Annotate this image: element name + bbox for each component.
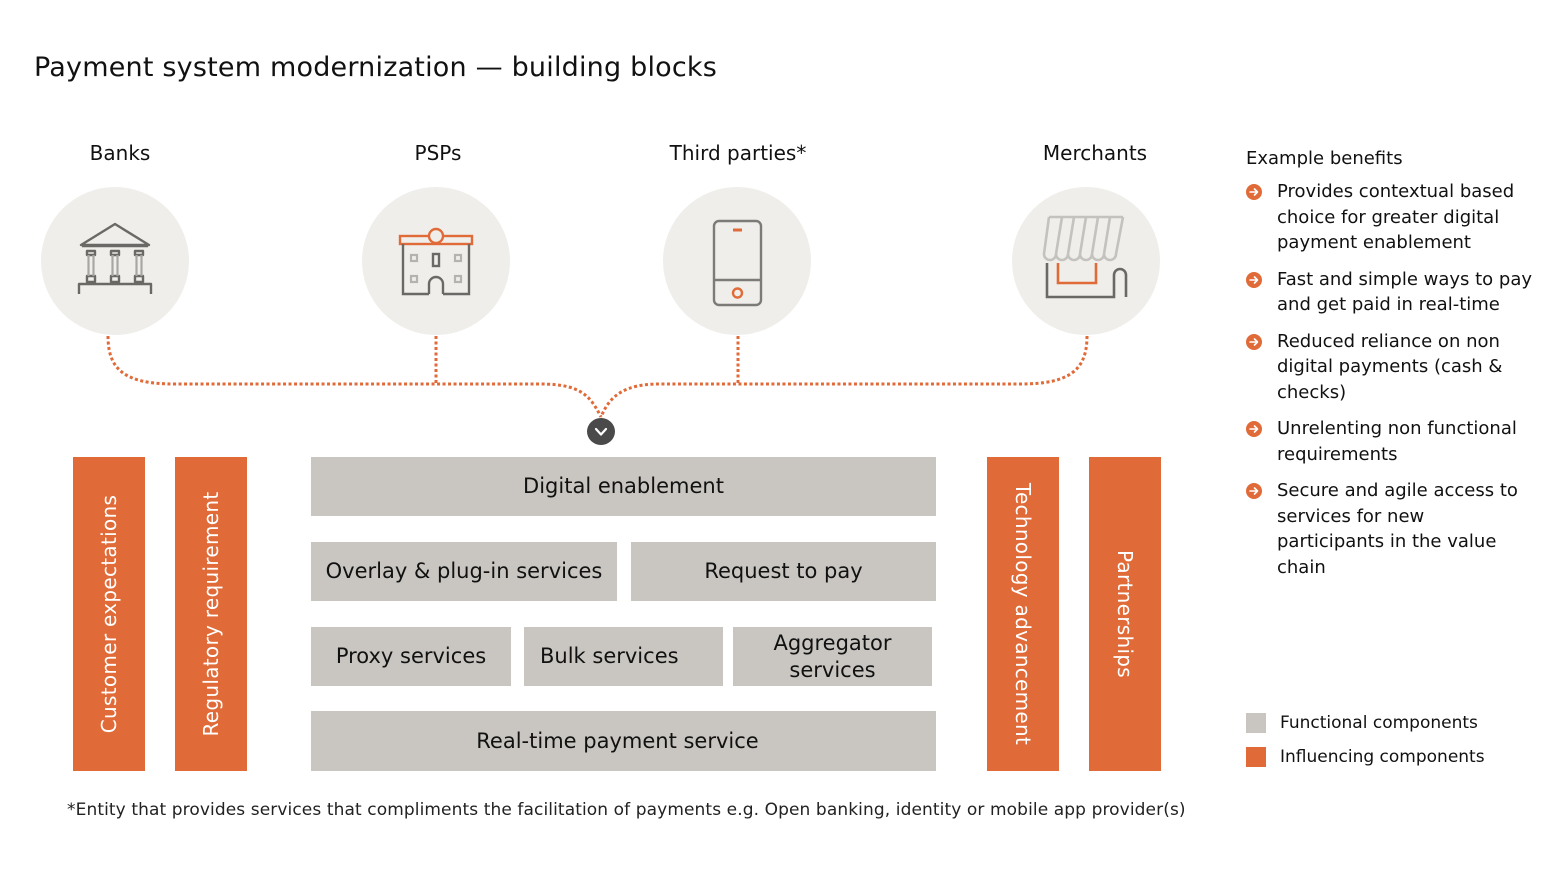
block-label: Request to pay — [704, 559, 863, 584]
page-title: Payment system modernization — building … — [34, 52, 718, 83]
block-proxy-services: Proxy services — [311, 627, 511, 686]
entity-label-psps: PSPs — [414, 141, 462, 165]
legend-item-functional: Functional components — [1246, 713, 1485, 733]
benefit-text: Reduced reliance on non digital payments… — [1277, 330, 1503, 403]
block-bulk-services: Bulk services — [524, 627, 723, 686]
building-icon — [398, 227, 474, 296]
entity-label-third-parties: Third parties* — [669, 141, 807, 165]
block-label: Proxy services — [335, 644, 487, 669]
block-real-time-payment-service: Real-time payment service — [311, 711, 936, 771]
block-label: Bulk services — [540, 644, 679, 669]
example-benefits-panel: Example benefits Provides contextual bas… — [1246, 148, 1536, 591]
block-label: Overlay & plug-in services — [325, 559, 603, 584]
storefront-icon — [1042, 215, 1128, 299]
benefit-item: Secure and agile access to services for … — [1246, 478, 1536, 580]
block-label: Aggregator services — [773, 631, 892, 682]
legend-label: Influencing components — [1280, 747, 1485, 767]
mobile-phone-icon — [712, 219, 763, 307]
block-label: Real-time payment service — [476, 728, 759, 753]
benefit-text: Provides contextual based choice for gre… — [1277, 181, 1515, 253]
bank-icon — [77, 222, 153, 294]
influencing-technology-advancement: Technology advancement — [987, 457, 1059, 771]
entity-circle-banks — [41, 187, 189, 335]
block-overlay-plugin-services: Overlay & plug-in services — [311, 542, 617, 601]
entity-label-merchants: Merchants — [1042, 141, 1148, 165]
benefit-text: Unrelenting non functional requirements — [1277, 418, 1517, 465]
legend-label: Functional components — [1280, 713, 1478, 733]
footnote: *Entity that provides services that comp… — [67, 800, 1186, 820]
converge-chevron — [587, 418, 615, 445]
block-aggregator-services: Aggregator services — [733, 627, 932, 686]
benefit-item: Provides contextual based choice for gre… — [1246, 179, 1536, 256]
arrow-right-circle-icon — [1246, 333, 1262, 350]
influencing-label: Customer expectations — [97, 494, 121, 734]
influencing-partnerships: Partnerships — [1089, 457, 1161, 771]
entity-circle-merchants — [1012, 187, 1160, 335]
arrow-right-circle-icon — [1246, 184, 1262, 200]
benefit-text: Secure and agile access to services for … — [1277, 480, 1518, 578]
benefit-item: Reduced reliance on non digital payments… — [1246, 329, 1536, 406]
entity-circle-psps — [362, 187, 510, 335]
entity-circle-third-parties — [663, 187, 811, 335]
influencing-label: Partnerships — [1113, 549, 1137, 679]
legend-swatch-orange — [1246, 747, 1266, 767]
benefits-title: Example benefits — [1246, 148, 1403, 169]
block-label: Digital enablement — [523, 474, 724, 499]
influencing-customer-expectations: Customer expectations — [73, 457, 145, 771]
legend: Functional components Influencing compon… — [1246, 713, 1485, 781]
chevron-down-icon — [594, 427, 608, 436]
influencing-regulatory-requirement: Regulatory requirement — [175, 457, 247, 771]
legend-item-influencing: Influencing components — [1246, 747, 1485, 767]
legend-swatch-gray — [1246, 713, 1266, 733]
influencing-label: Technology advancement — [1011, 482, 1035, 746]
arrow-right-circle-icon — [1246, 483, 1262, 499]
block-request-to-pay: Request to pay — [631, 542, 936, 601]
influencing-label: Regulatory requirement — [199, 491, 223, 737]
benefit-item: Unrelenting non functional requirements — [1246, 416, 1536, 467]
arrow-right-circle-icon — [1246, 421, 1262, 437]
benefit-item: Fast and simple ways to pay and get paid… — [1246, 267, 1536, 318]
block-digital-enablement: Digital enablement — [311, 457, 936, 516]
entity-label-banks: Banks — [89, 141, 151, 165]
benefit-text: Fast and simple ways to pay and get paid… — [1277, 268, 1533, 316]
arrow-right-circle-icon — [1246, 271, 1262, 288]
